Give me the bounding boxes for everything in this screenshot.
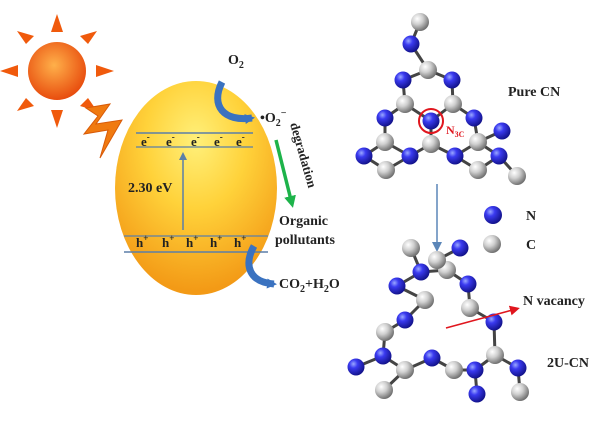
semiconductor-ellipse xyxy=(115,81,277,295)
modified-cn-carbon-atom xyxy=(396,361,414,379)
modified-cn-nitrogen-atom xyxy=(466,361,484,379)
legend-n-swatch xyxy=(484,206,502,224)
pure-cn-carbon-atom xyxy=(396,95,414,113)
products-label: CO2+H2O xyxy=(279,277,340,295)
legend-n-label: N xyxy=(526,209,536,224)
electron-3: e- xyxy=(191,132,200,149)
modified-cn-carbon-atom xyxy=(486,346,504,364)
degradation-arrow xyxy=(274,139,296,208)
hole-5: h+ xyxy=(234,233,246,250)
vacancy-label: N vacancy xyxy=(523,294,585,309)
modified-cn-nitrogen-atom xyxy=(374,347,392,365)
hole-2: h+ xyxy=(162,233,174,250)
n3c-marker-circle xyxy=(418,108,444,134)
modified-cn-carbon-atom xyxy=(511,383,529,401)
superoxide-label: •O2− xyxy=(260,108,287,129)
modified-cn-carbon-atom xyxy=(375,381,393,399)
organic-pollutants-line2: pollutants xyxy=(275,233,335,248)
modified-cn-nitrogen-atom xyxy=(388,277,406,295)
sun-icon xyxy=(0,14,114,128)
modified-cn-carbon-atom xyxy=(428,251,446,269)
pure-cn-structure xyxy=(355,13,526,185)
electron-5: e- xyxy=(236,132,245,149)
pure-cn-carbon-atom xyxy=(469,133,487,151)
modified-cn-nitrogen-atom xyxy=(509,359,527,377)
pure-cn-nitrogen-atom xyxy=(422,112,440,130)
modified-cn-nitrogen-atom xyxy=(459,275,477,293)
pure-cn-nitrogen-atom xyxy=(443,71,461,89)
pure-cn-carbon-atom xyxy=(377,161,395,179)
pure-cn-nitrogen-atom xyxy=(401,147,419,165)
legend-c-label: C xyxy=(526,238,536,253)
modified-cn-nitrogen-atom xyxy=(396,311,414,329)
product-arrow xyxy=(245,244,277,289)
electron-1: e- xyxy=(141,132,150,149)
pure-cn-nitrogen-atom xyxy=(446,147,464,165)
modified-cn-label: 2U-CN xyxy=(547,356,589,371)
degradation-label: degradation xyxy=(287,121,320,190)
modified-cn-nitrogen-atom xyxy=(468,385,486,403)
pure-cn-nitrogen-atom xyxy=(402,35,420,53)
modified-cn-nitrogen-atom xyxy=(485,313,503,331)
pure-cn-nitrogen-atom xyxy=(394,71,412,89)
modified-cn-carbon-atom xyxy=(445,361,463,379)
pure-cn-carbon-atom xyxy=(422,135,440,153)
modified-cn-nitrogen-atom xyxy=(423,349,441,367)
hole-row: h+ h+ h+ h+ h+ xyxy=(136,233,246,250)
modified-cn-nitrogen-atom xyxy=(347,358,365,376)
legend: N C xyxy=(483,206,536,253)
modified-cn-structure xyxy=(347,239,529,403)
oxygen-reduction-arrow xyxy=(214,80,255,124)
electron-row: e- e- e- e- e- xyxy=(141,132,245,149)
electron-2: e- xyxy=(166,132,175,149)
band-gap-label: 2.30 eV xyxy=(128,181,172,196)
n3c-label: N3C xyxy=(446,123,465,139)
hole-3: h+ xyxy=(186,233,198,250)
pure-cn-carbon-atom xyxy=(469,161,487,179)
pure-cn-nitrogen-atom xyxy=(490,147,508,165)
modified-cn-carbon-atom xyxy=(416,291,434,309)
pure-cn-carbon-atom xyxy=(444,95,462,113)
pure-cn-carbon-atom xyxy=(376,133,394,151)
pure-cn-carbon-atom xyxy=(508,167,526,185)
oxygen-label: O2 xyxy=(228,53,244,71)
hole-1: h+ xyxy=(136,233,148,250)
pure-cn-carbon-atom xyxy=(419,61,437,79)
pure-cn-carbon-atom xyxy=(411,13,429,31)
electron-4: e- xyxy=(214,132,223,149)
organic-pollutants-line1: Organic xyxy=(279,214,328,229)
modified-cn-carbon-atom xyxy=(402,239,420,257)
hole-4: h+ xyxy=(210,233,222,250)
modified-cn-carbon-atom xyxy=(376,323,394,341)
lightning-icon xyxy=(82,103,123,159)
modified-cn-nitrogen-atom xyxy=(412,263,430,281)
vacancy-arrow xyxy=(445,305,520,329)
modified-cn-nitrogen-atom xyxy=(451,239,469,257)
pure-cn-label: Pure CN xyxy=(508,85,560,100)
legend-c-swatch xyxy=(483,235,501,253)
modified-cn-carbon-atom xyxy=(461,299,479,317)
pure-cn-nitrogen-atom xyxy=(493,122,511,140)
pure-cn-nitrogen-atom xyxy=(376,109,394,127)
pure-cn-nitrogen-atom xyxy=(465,109,483,127)
pure-cn-nitrogen-atom xyxy=(355,147,373,165)
